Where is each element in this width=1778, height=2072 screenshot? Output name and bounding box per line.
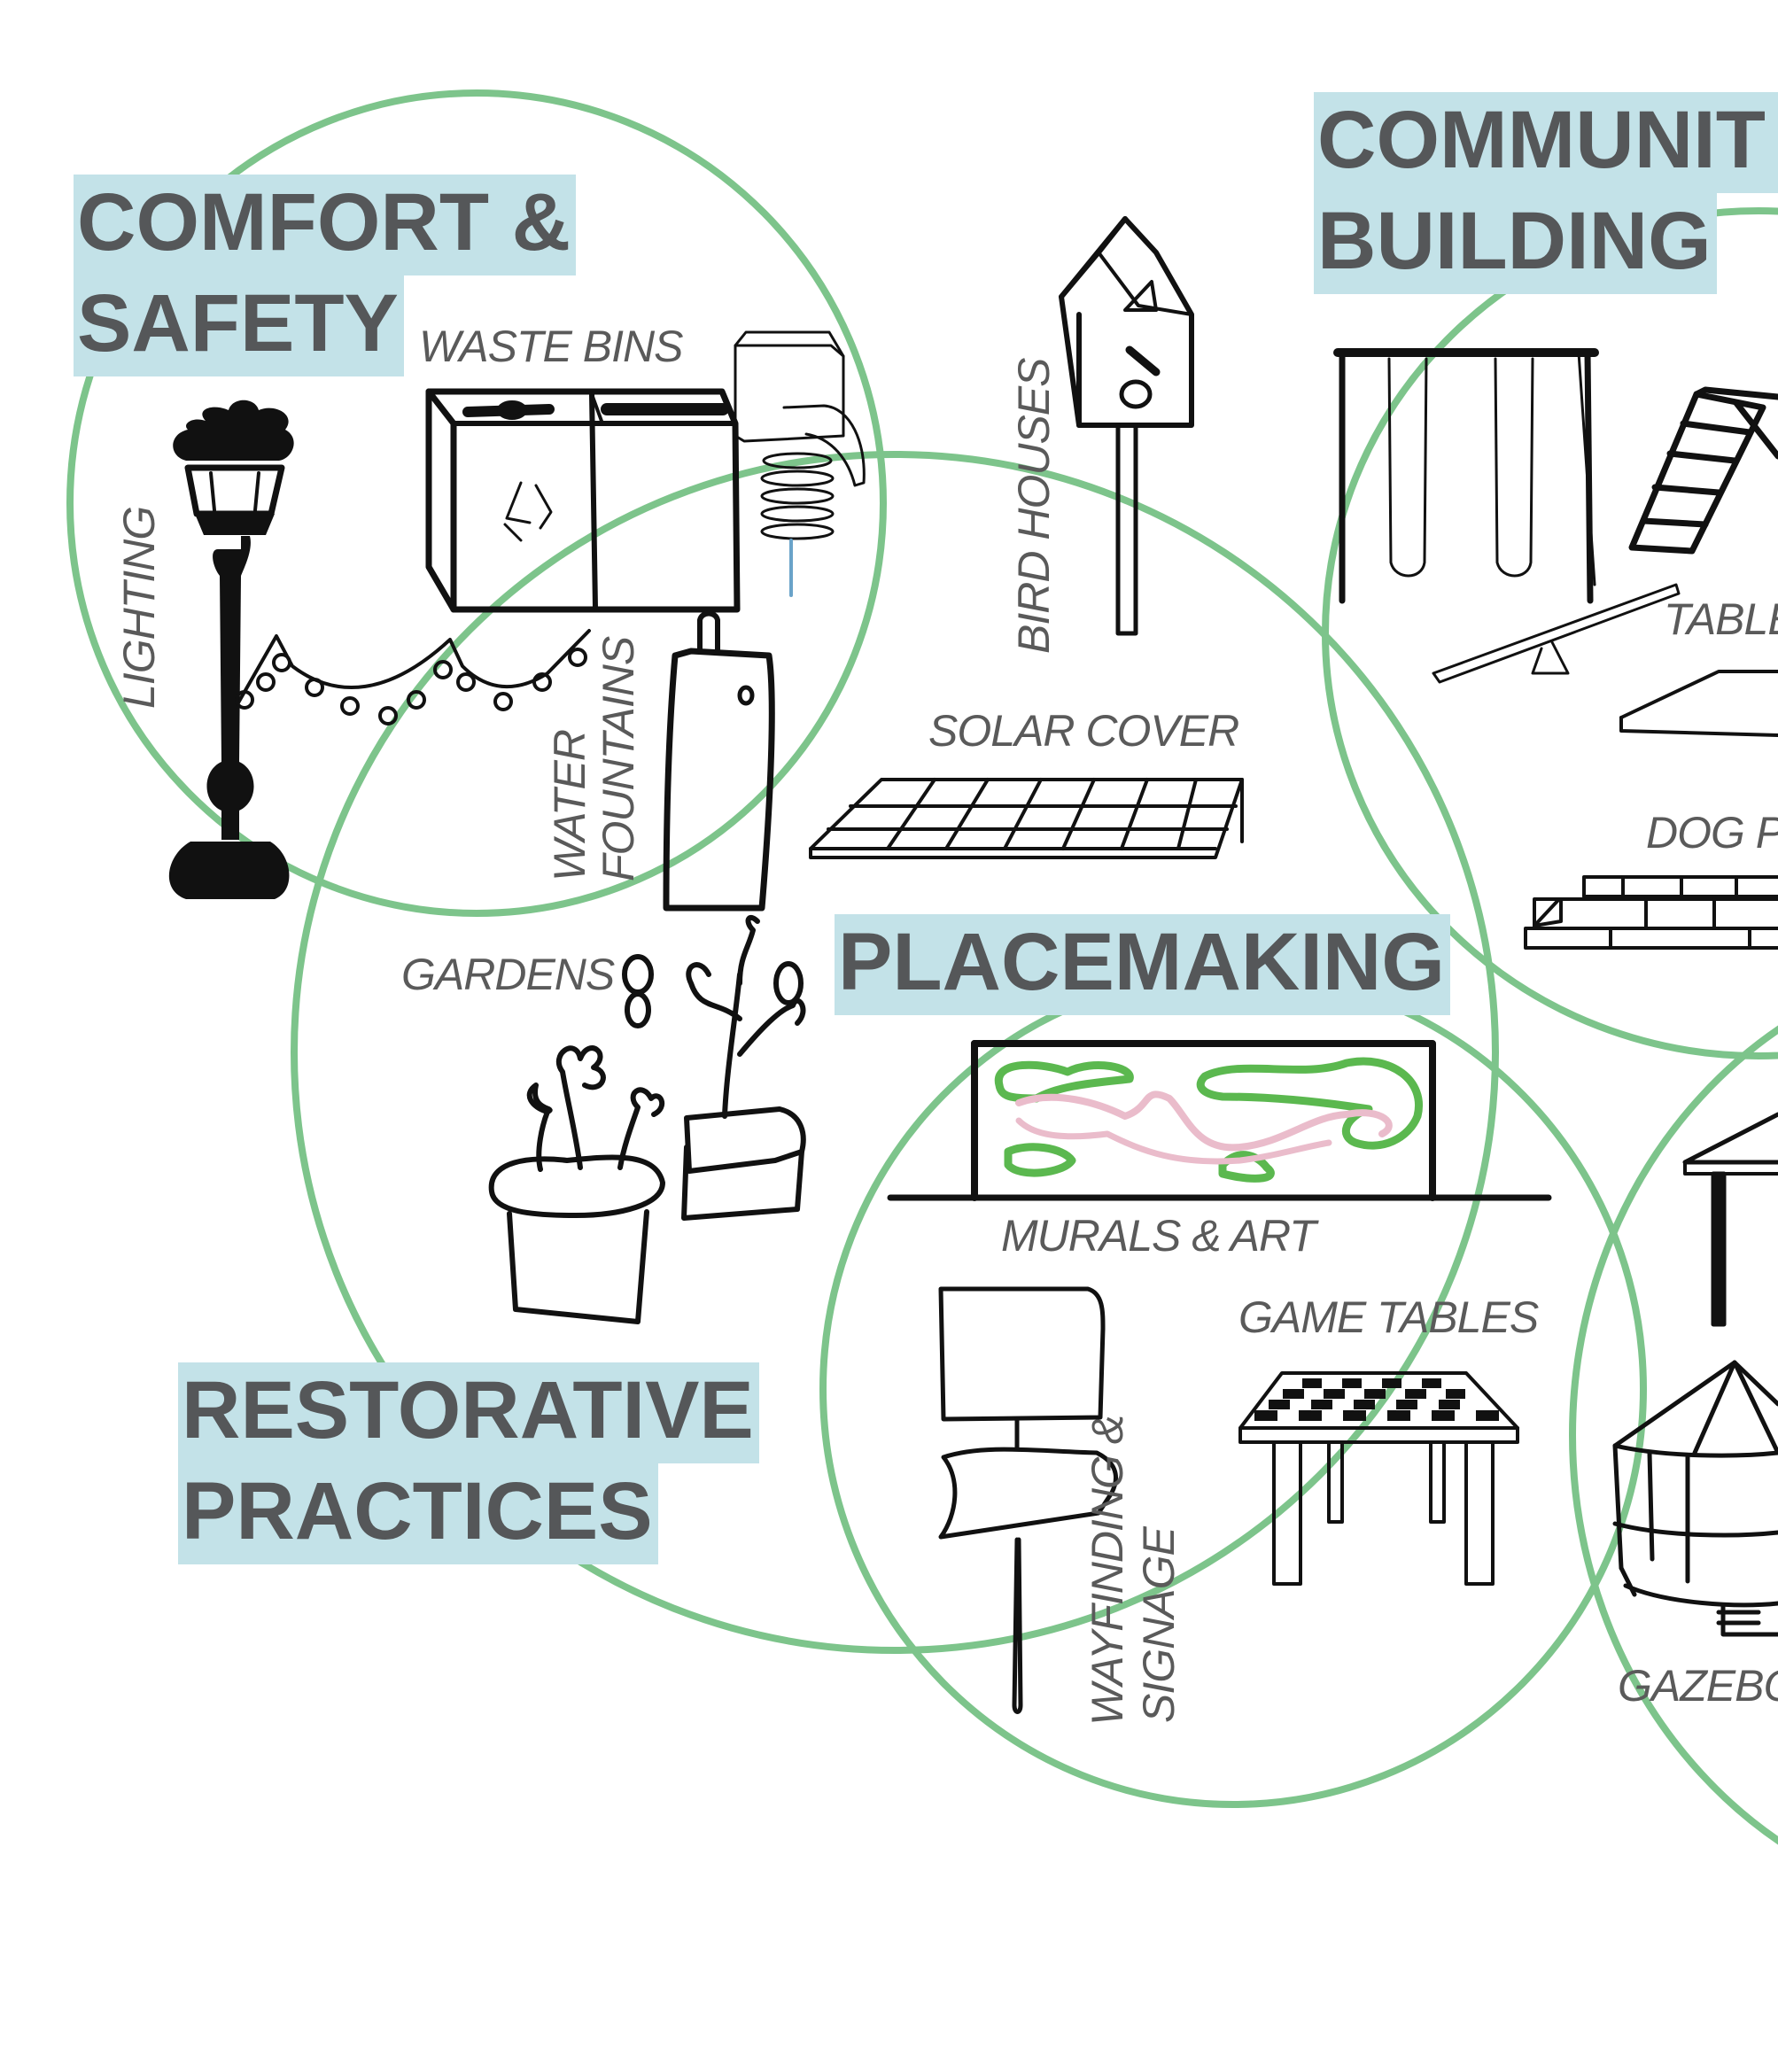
label-gardens: GARDENS bbox=[401, 950, 615, 999]
label-game-tables: GAME TABLES bbox=[1238, 1292, 1539, 1342]
heading-community-building: COMMUNIT BUILDING bbox=[1314, 92, 1778, 294]
heading-comfort-safety: COMFORT & SAFETY bbox=[74, 175, 577, 376]
circle-restorative-practices bbox=[291, 451, 1499, 1654]
circle-comfort-safety bbox=[66, 89, 887, 917]
string-lights-icon bbox=[235, 629, 591, 726]
label-solar-cover: SOLAR COVER bbox=[928, 706, 1239, 756]
label-wayfinding-line1: WAYFINDING & bbox=[1083, 1415, 1132, 1726]
picnic-table-icon bbox=[1619, 670, 1778, 737]
heading-restorative-practices-line2: PRACTICES bbox=[178, 1463, 658, 1564]
circle-community-building bbox=[1322, 207, 1778, 1059]
signpost-icon bbox=[938, 1286, 1118, 1714]
label-lighting: LIGHTING bbox=[114, 506, 164, 709]
bird-house-icon bbox=[1059, 216, 1194, 636]
dog-park-icon bbox=[1524, 875, 1778, 950]
slide-icon bbox=[1628, 386, 1778, 555]
label-wayfinding-line2: SIGNAGE bbox=[1134, 1527, 1184, 1723]
heading-restorative-practices-line1: RESTORATIVE bbox=[178, 1362, 759, 1463]
label-dog-park: DOG P bbox=[1646, 808, 1778, 858]
hand-sanitizer-icon bbox=[734, 330, 866, 597]
water-fountain-icon bbox=[663, 610, 775, 912]
heading-community-building-line1: COMMUNIT bbox=[1314, 92, 1778, 193]
label-tables: TABLE bbox=[1664, 594, 1778, 644]
label-murals-art: MURALS & ART bbox=[1001, 1211, 1316, 1261]
heading-placemaking: PLACEMAKING bbox=[835, 914, 1450, 1015]
seesaw-icon bbox=[1432, 583, 1681, 684]
solar-panel-icon bbox=[809, 778, 1244, 859]
label-bird-houses: BIRD HOUSES bbox=[1009, 358, 1059, 654]
label-waste-bins: WASTE BINS bbox=[419, 322, 683, 371]
circle-far-right bbox=[1569, 1025, 1778, 1845]
game-table-icon bbox=[1238, 1371, 1519, 1586]
waste-bins-icon bbox=[425, 388, 741, 613]
label-water-fountains-line2: FOUNTAINS bbox=[594, 636, 643, 881]
label-gazebo: GAZEBO bbox=[1618, 1661, 1778, 1711]
label-water-fountains-line1: WATER bbox=[545, 730, 594, 881]
heading-comfort-safety-line2: SAFETY bbox=[74, 275, 404, 376]
heading-comfort-safety-line1: COMFORT & bbox=[74, 175, 577, 275]
swing-set-icon bbox=[1333, 348, 1599, 604]
heading-community-building-line2: BUILDING bbox=[1314, 193, 1717, 294]
heading-placemaking-line1: PLACEMAKING bbox=[835, 914, 1450, 1015]
mural-icon bbox=[887, 1040, 1552, 1201]
planter-icon bbox=[488, 914, 806, 1324]
heading-restorative-practices: RESTORATIVE PRACTICES bbox=[178, 1362, 759, 1564]
gazebo-icon bbox=[1612, 1112, 1778, 1637]
lamp-post-icon bbox=[168, 400, 294, 899]
